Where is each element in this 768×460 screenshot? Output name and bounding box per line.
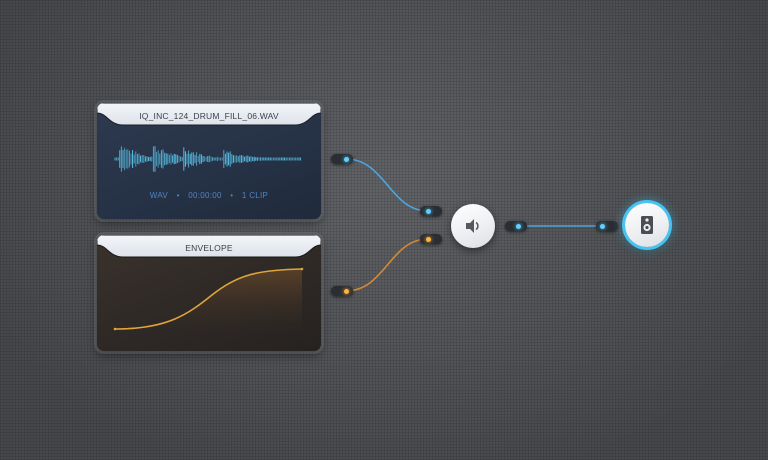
audio-clip-output-port[interactable] bbox=[331, 154, 353, 164]
envelope-title: ENVELOPE bbox=[185, 243, 233, 253]
clip-duration: 00:00:00 bbox=[188, 191, 222, 200]
loudspeaker-output-icon bbox=[641, 216, 653, 234]
audio-clip-title: IQ_INC_124_DRUM_FILL_06.WAV bbox=[139, 111, 279, 121]
envelope-curve bbox=[114, 268, 303, 330]
volume-audio-input-port[interactable] bbox=[420, 206, 442, 216]
envelope-frame bbox=[97, 235, 321, 335]
volume-output-port[interactable] bbox=[505, 221, 527, 231]
wire-envelope-to-volume bbox=[345, 238, 429, 292]
envelope-output-port[interactable] bbox=[331, 286, 353, 296]
clip-format: WAV bbox=[149, 191, 169, 200]
clip-count: 1 CLIP bbox=[241, 191, 269, 200]
output-node[interactable] bbox=[625, 203, 669, 247]
audio-clip-node[interactable]: IQ_INC_124_DRUM_FILL_06.WAV WAV • 00:00:… bbox=[97, 103, 321, 219]
output-input-port[interactable] bbox=[596, 221, 618, 231]
volume-node[interactable] bbox=[451, 204, 495, 248]
envelope-node[interactable]: ENVELOPE bbox=[97, 235, 321, 351]
speaker-volume-icon bbox=[466, 219, 479, 233]
waveform-display bbox=[114, 146, 302, 172]
audio-clip-frame bbox=[97, 103, 321, 126]
wire-audio-to-volume bbox=[345, 158, 429, 212]
audio-clip-meta: WAV • 00:00:00 • 1 CLIP bbox=[149, 191, 269, 200]
volume-envelope-input-port[interactable] bbox=[420, 234, 442, 244]
